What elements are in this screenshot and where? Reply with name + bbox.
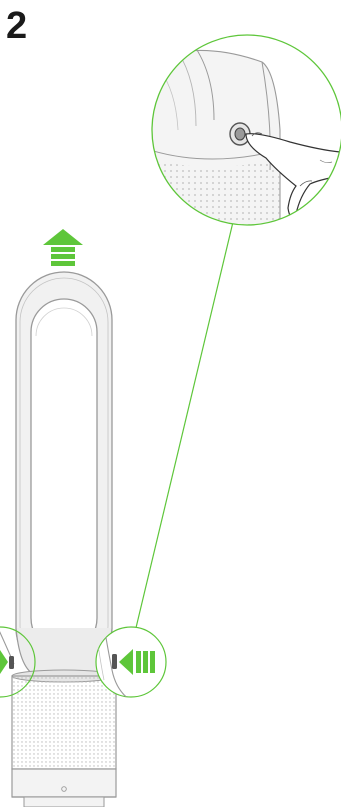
release-button-icon — [112, 654, 117, 669]
fan-loop — [15, 271, 113, 677]
left-release-detail — [0, 626, 36, 698]
arrow-up-icon — [43, 229, 83, 266]
step-number: 2 — [6, 5, 28, 47]
release-button-icon — [229, 122, 251, 146]
callout-line — [134, 221, 234, 633]
arrow-right-icon — [0, 650, 8, 674]
filter-base — [11, 675, 117, 807]
arrow-left-icon — [119, 649, 155, 675]
zoom-inset — [151, 34, 341, 226]
